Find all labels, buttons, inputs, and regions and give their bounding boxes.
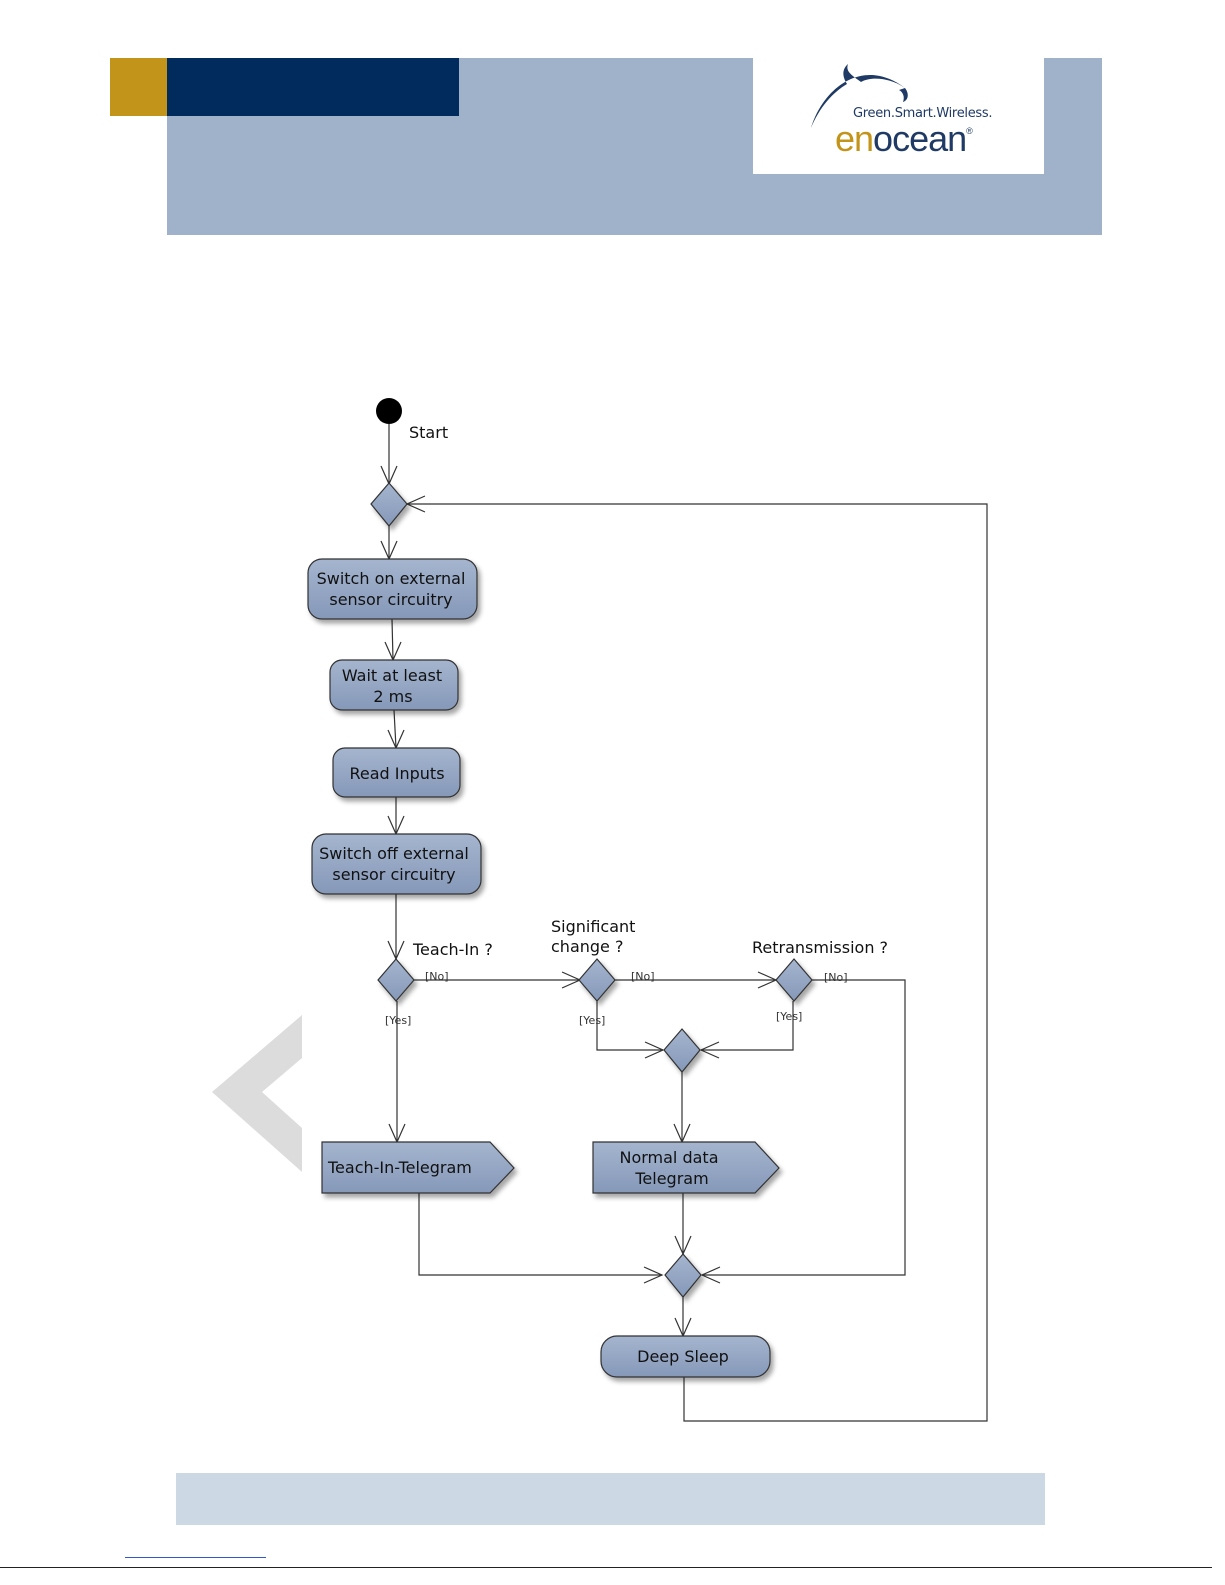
footer-band	[176, 1473, 1045, 1525]
significant-change-decision-node	[579, 959, 615, 1001]
switch-off-line-1: Switch off external	[319, 844, 469, 863]
teach-in-no-guard: [No]	[425, 970, 449, 983]
significant-change-yes-guard: [Yes]	[579, 1014, 605, 1027]
normal-data-label-1: Normal data	[619, 1148, 718, 1167]
significant-change-label-1: Significant	[551, 917, 635, 936]
significant-change-no-guard: [No]	[631, 970, 655, 983]
retransmission-yes-guard: [Yes]	[776, 1010, 802, 1023]
teach-in-telegram-label: Teach-In-Telegram	[327, 1158, 472, 1177]
loop-merge-node	[371, 483, 407, 526]
send-merge-node	[664, 1029, 700, 1072]
teach-in-decision-node	[378, 959, 414, 1001]
wait-line-1: Wait at least	[342, 666, 442, 685]
sleep-merge-node	[665, 1254, 701, 1297]
retransmission-decision-node	[776, 959, 812, 1001]
switch-off-line-2: sensor circuitry	[332, 865, 455, 884]
deep-sleep-label: Deep Sleep	[637, 1347, 729, 1366]
read-inputs-label: Read Inputs	[349, 764, 444, 783]
normal-data-label-2: Telegram	[634, 1169, 708, 1188]
page-bottom-rule	[0, 1567, 1212, 1568]
switch-on-line-2: sensor circuitry	[329, 590, 452, 609]
teach-in-decision-label: Teach-In ?	[412, 940, 493, 959]
switch-on-action	[308, 559, 477, 619]
start-node	[376, 398, 402, 424]
footer-link-underline	[125, 1557, 266, 1558]
wait-line-2: 2 ms	[373, 687, 412, 706]
retransmission-no-guard: [No]	[824, 971, 848, 984]
switch-off-action	[312, 834, 481, 894]
significant-change-label-2: change ?	[551, 937, 623, 956]
teach-in-yes-guard: [Yes]	[385, 1014, 411, 1027]
start-label: Start	[409, 423, 448, 442]
retransmission-decision-label: Retransmission ?	[752, 938, 888, 957]
switch-on-line-1: Switch on external	[317, 569, 466, 588]
watermark-chevron-icon	[212, 1015, 302, 1172]
